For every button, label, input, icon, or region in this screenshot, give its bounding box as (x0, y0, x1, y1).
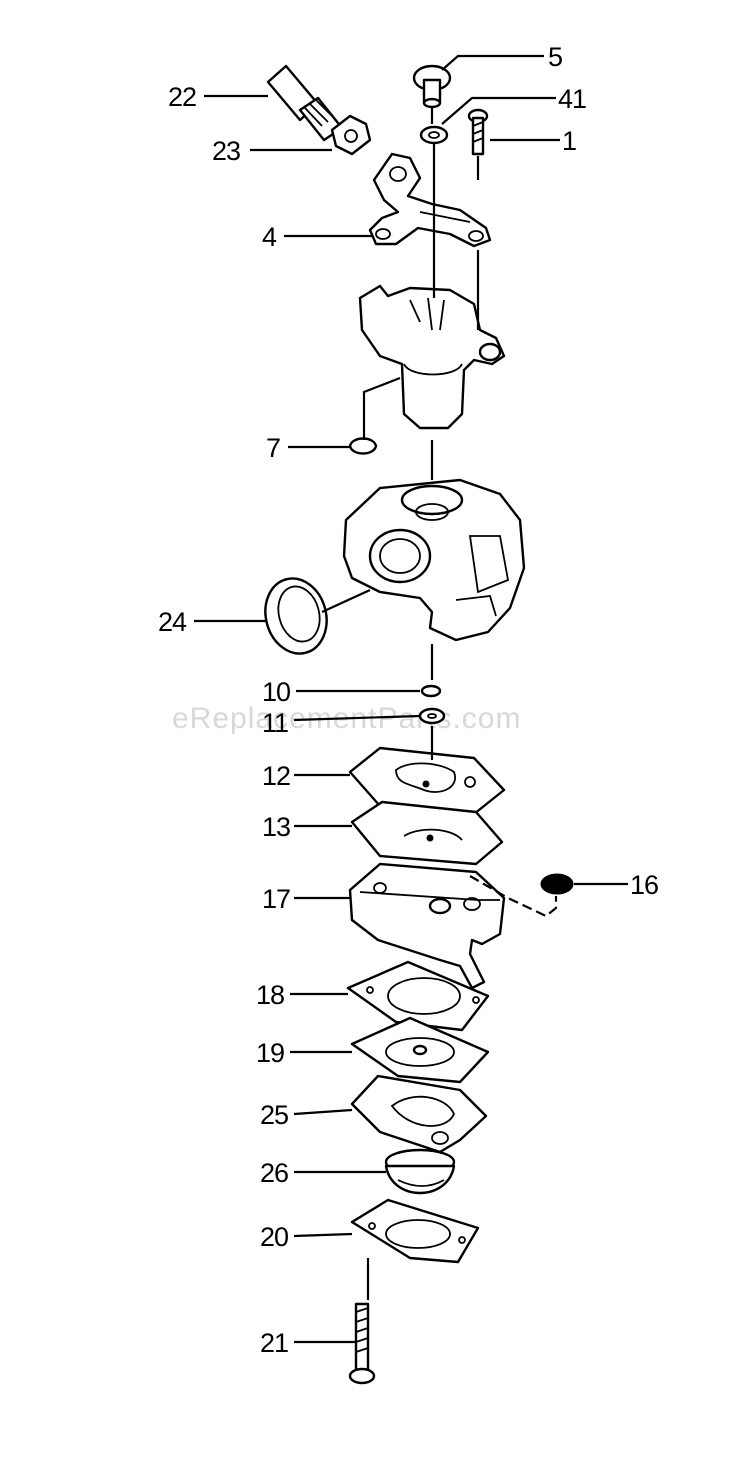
part-41-washer (419, 125, 449, 145)
callout-12: 12 (262, 761, 290, 791)
callout-19: 19 (256, 1038, 284, 1068)
callout-11: 11 (262, 708, 288, 738)
part-16-filter-disc (540, 873, 574, 895)
callout-leaders (194, 54, 628, 1344)
callout-25: 25 (260, 1100, 288, 1130)
part-21-long-screw (348, 1302, 376, 1385)
part-20-primer-cover (350, 1198, 480, 1264)
part-22-adjust-screw (266, 64, 344, 142)
callout-24: 24 (158, 607, 187, 637)
part-4-throttle-lever (368, 152, 492, 248)
callout-20: 20 (260, 1222, 288, 1252)
callout-7: 7 (266, 433, 280, 463)
part-19-metering-diaphragm (350, 1016, 490, 1084)
part-5-plug (412, 64, 452, 109)
part-11-washer (418, 707, 446, 725)
callout-10: 10 (262, 677, 290, 707)
part-25-metering-cover (350, 1074, 488, 1154)
callout-26: 26 (260, 1158, 288, 1188)
part-upper-throttle-body (358, 284, 506, 430)
callout-labels: 22 23 5 41 1 4 7 24 10 11 12 13 16 17 18… (158, 42, 659, 1358)
callout-41: 41 (558, 84, 586, 114)
part-12-gasket (348, 746, 506, 816)
callout-23: 23 (212, 136, 240, 166)
callout-1: 1 (562, 126, 576, 156)
part-24-gasket-ring (264, 577, 328, 655)
callout-21: 21 (260, 1328, 288, 1358)
callout-5: 5 (548, 42, 562, 72)
assembly-lines (321, 106, 558, 1300)
callout-4: 4 (262, 222, 277, 252)
part-main-carburetor-body (342, 478, 526, 642)
callout-18: 18 (256, 980, 284, 1010)
callout-22: 22 (168, 82, 196, 112)
part-23-nut (330, 114, 372, 156)
part-1-screw (467, 108, 489, 156)
callout-17: 17 (262, 884, 290, 914)
part-18-metering-gasket (346, 960, 490, 1032)
part-7-clip (348, 437, 378, 455)
callout-16: 16 (630, 870, 658, 900)
callout-13: 13 (262, 812, 290, 842)
part-17-pump-body (348, 862, 506, 990)
part-26-primer-bulb (384, 1148, 456, 1195)
part-13-diaphragm (350, 800, 504, 866)
part-10-o-ring (420, 684, 442, 698)
